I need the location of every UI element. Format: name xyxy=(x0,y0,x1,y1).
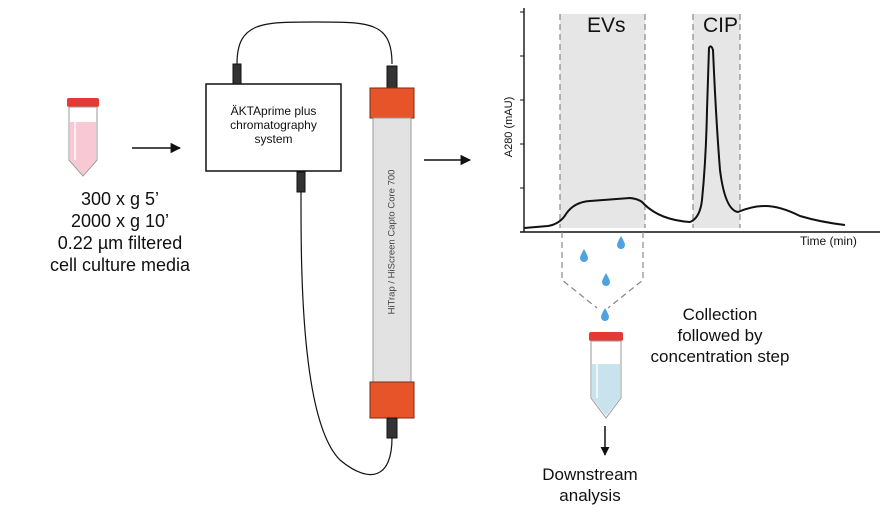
droplets xyxy=(580,236,625,321)
akta-system-label: ÄKTAprime plus chromatography system xyxy=(206,104,341,146)
akta-label-line: chromatography xyxy=(230,118,317,132)
evs-region xyxy=(560,14,645,228)
droplet-icon xyxy=(617,236,625,249)
akta-label-line: system xyxy=(254,132,293,146)
chromatography-column xyxy=(369,65,415,439)
collected-fill xyxy=(592,364,620,416)
media-label-line: 2000 x g 10’ xyxy=(70,211,170,231)
downstream-label-line: analysis xyxy=(559,486,621,505)
collection-tube xyxy=(589,332,623,419)
column-bottom-cap xyxy=(369,381,415,419)
media-preparation-label: 300 x g 5’ 2000 x g 10’ 0.22 µm filtered… xyxy=(20,188,220,276)
evs-region-label: EVs xyxy=(587,14,626,37)
cip-region-label: CIP xyxy=(703,14,739,37)
y-axis-label-text: A280 (mAU) xyxy=(503,96,515,158)
collection-tube-cap xyxy=(589,332,623,341)
droplet-icon xyxy=(602,273,610,286)
collection-label-line: followed by xyxy=(677,326,763,345)
media-tube-cap xyxy=(67,98,99,107)
akta-label-line: ÄKTAprime plus xyxy=(230,104,317,118)
collection-label: Collection followed by concentration ste… xyxy=(620,304,820,367)
tubing-top xyxy=(236,21,393,65)
column-body xyxy=(372,117,412,383)
media-label-line: 0.22 µm filtered xyxy=(57,233,183,253)
media-label-line: cell culture media xyxy=(49,255,191,275)
downstream-label: Downstream analysis xyxy=(520,464,660,506)
media-fill xyxy=(70,122,96,175)
column-top-cap xyxy=(369,87,415,119)
collection-label-line: Collection xyxy=(682,305,758,324)
column-label-text: HiTrap / HiScreen Capto Core 700 xyxy=(386,169,398,315)
media-label-line: 300 x g 5’ xyxy=(80,189,160,209)
downstream-label-line: Downstream xyxy=(542,465,638,484)
column-top-fitting xyxy=(386,65,398,89)
a280-trace xyxy=(523,45,846,229)
chromatogram xyxy=(520,8,880,233)
column-bottom-fitting xyxy=(386,417,398,439)
collection-funnel xyxy=(561,232,644,309)
akta-bottom-connector xyxy=(296,171,306,193)
collection-label-line: concentration step xyxy=(650,347,790,366)
x-axis-label: Time (min) xyxy=(800,234,857,248)
tubing-bottom xyxy=(300,191,393,476)
media-tube xyxy=(67,98,99,177)
akta-top-connector xyxy=(232,63,242,85)
droplet-icon xyxy=(580,249,588,262)
akta-system-box xyxy=(205,83,342,172)
droplet-icon xyxy=(601,308,609,321)
